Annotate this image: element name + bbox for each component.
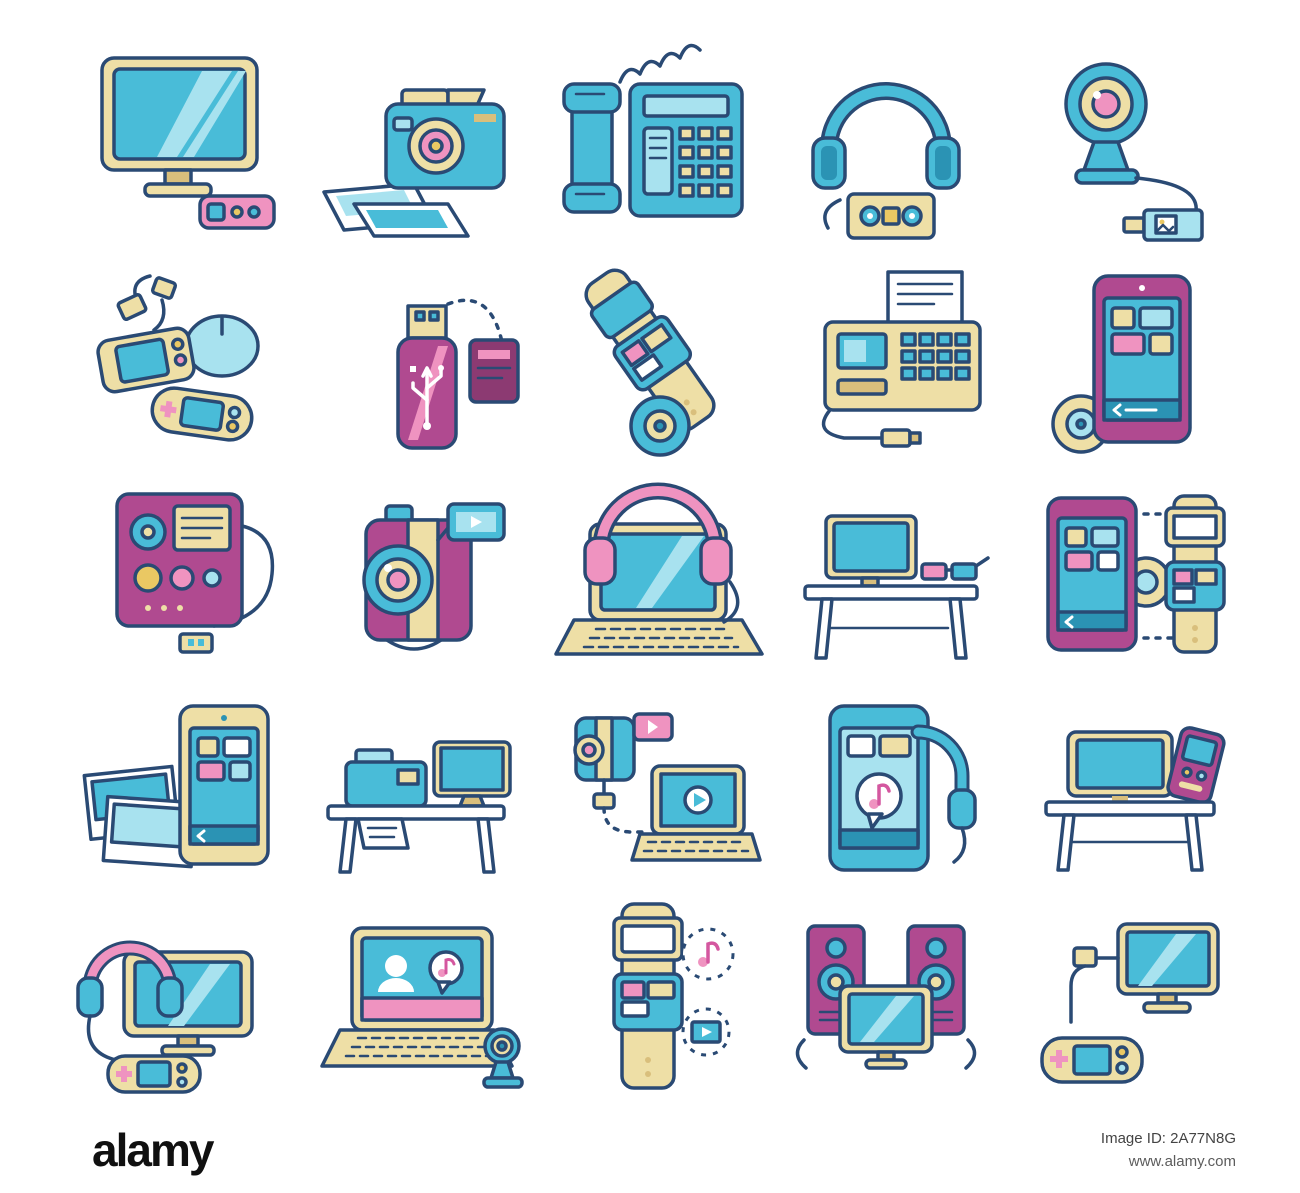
icon-monitor-gamepad	[1004, 890, 1240, 1098]
icon-smartphone-disc	[1004, 254, 1240, 462]
icon-desk-printer-monitor	[296, 678, 532, 886]
icon-headphones-cassette	[768, 42, 1004, 250]
icon-speakers-tv	[768, 890, 1004, 1098]
icon-camcorder-laptop	[532, 678, 768, 886]
icon-phone-music-headphones	[768, 678, 1004, 886]
image-id-label: Image ID: 2A77N8G	[1100, 1129, 1236, 1147]
alamy-logo: alamy	[92, 1124, 214, 1176]
icon-usb-flash-drive	[296, 254, 532, 462]
icon-monitor-headphones-gamepad	[60, 890, 296, 1098]
icon-game-consoles	[60, 254, 296, 462]
icon-laptop-headphones	[532, 466, 768, 674]
icon-fax-machine	[768, 254, 1004, 462]
icon-telephone	[532, 42, 768, 250]
icon-desk-computer-glasses	[768, 466, 1004, 674]
icon-laptop-videocall-webcam	[296, 890, 532, 1098]
icon-desk-tv-console	[1004, 678, 1240, 886]
image-meta: Image ID: 2A77N8G www.alamy.com	[1101, 1127, 1236, 1174]
icon-webcam	[1004, 42, 1240, 250]
icon-camcorder	[296, 466, 532, 674]
icon-smartwatch-disc	[532, 254, 768, 462]
icon-phone-photos	[60, 678, 296, 886]
icon-television-with-remote	[60, 42, 296, 250]
icon-smartwatch-media	[532, 890, 768, 1098]
icon-photo-camera	[296, 42, 532, 250]
icon-portable-radio	[60, 466, 296, 674]
watermark-bar: alamy Image ID: 2A77N8G www.alamy.com	[0, 1127, 1300, 1193]
alamy-url: www.alamy.com	[1128, 1152, 1236, 1170]
icon-phone-smartwatch-sync	[1004, 466, 1240, 674]
devices-icon-grid	[60, 42, 1240, 1098]
